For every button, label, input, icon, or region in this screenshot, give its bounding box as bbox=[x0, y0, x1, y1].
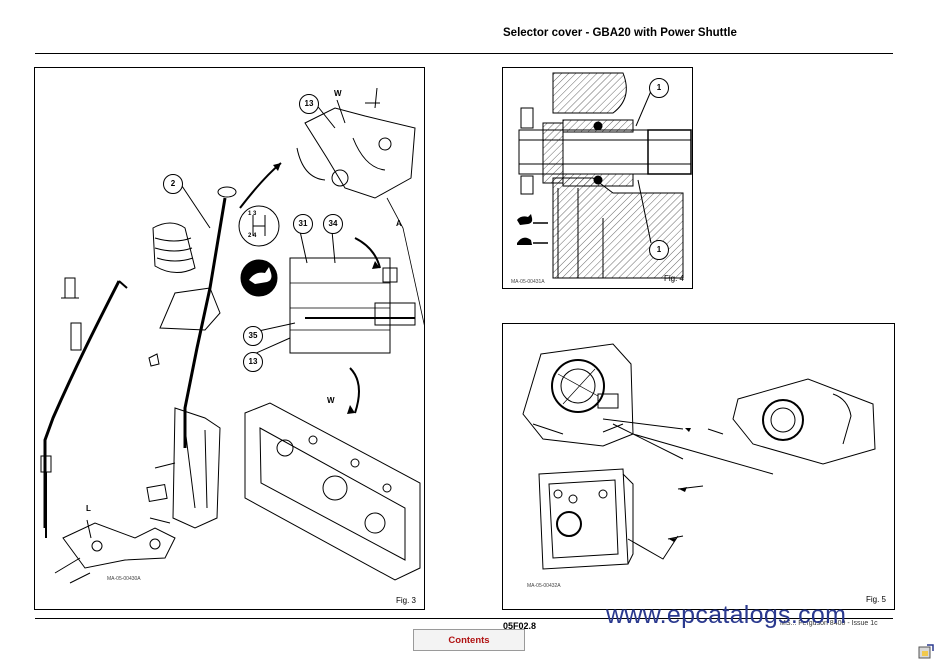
hare-icon bbox=[517, 214, 533, 225]
footer-rule bbox=[35, 618, 893, 619]
callout-35: 35 bbox=[243, 326, 263, 346]
figure-3-drawing bbox=[40, 87, 424, 584]
callout-2: 2 bbox=[163, 174, 183, 194]
page-title: Selector cover - GBA20 with Power Shuttl… bbox=[503, 27, 737, 39]
tortoise-icon bbox=[517, 237, 532, 245]
hare-icon bbox=[249, 267, 272, 284]
gate-pattern-top: 1 3 bbox=[248, 211, 257, 217]
callout-31: 31 bbox=[293, 214, 313, 234]
figure-4-drawing bbox=[517, 72, 692, 279]
figure-5-label: Fig. 5 bbox=[866, 595, 887, 604]
figure-5-drawing bbox=[522, 343, 876, 570]
figure-3-label: Fig. 3 bbox=[396, 596, 417, 605]
figure-4-panel: 1 1 MA-05-00431A Fig. 4 bbox=[502, 67, 693, 289]
figure-4-label: Fig. 4 bbox=[664, 274, 685, 283]
letter-a: A bbox=[396, 219, 402, 228]
figure-5-panel: MA-05-00432A Fig. 5 bbox=[502, 323, 895, 610]
figure-3-drawing-code: MA-05-00430A bbox=[107, 576, 141, 582]
letter-w-bottom: W bbox=[327, 396, 335, 405]
callout-13-bottom: 13 bbox=[243, 352, 263, 372]
letter-w-top: W bbox=[334, 89, 342, 98]
figure-4-drawing-code: MA-05-00431A bbox=[511, 279, 545, 285]
fig4-callout-1-top: 1 bbox=[649, 78, 669, 98]
figure-3-panel: 1 3 2 4 13 2 31 34 35 13 W A W L MA-05-0… bbox=[34, 67, 425, 610]
footer-right-text: MS... Ferguson 8400 - Issue 1c bbox=[780, 620, 878, 627]
watermark: www.epcatalogs.com bbox=[606, 601, 847, 629]
callout-34: 34 bbox=[323, 214, 343, 234]
gate-pattern-bottom: 2 4 bbox=[248, 233, 257, 239]
page-number: 05F02.8 bbox=[503, 621, 537, 631]
header-rule bbox=[35, 53, 893, 54]
fig4-callout-1-bottom: 1 bbox=[649, 240, 669, 260]
letter-l: L bbox=[86, 504, 91, 513]
contents-button[interactable]: Contents bbox=[413, 629, 525, 651]
corner-app-icon[interactable] bbox=[918, 644, 934, 660]
figure-5-drawing-code: MA-05-00432A bbox=[527, 583, 561, 589]
callout-13-top: 13 bbox=[299, 94, 319, 114]
